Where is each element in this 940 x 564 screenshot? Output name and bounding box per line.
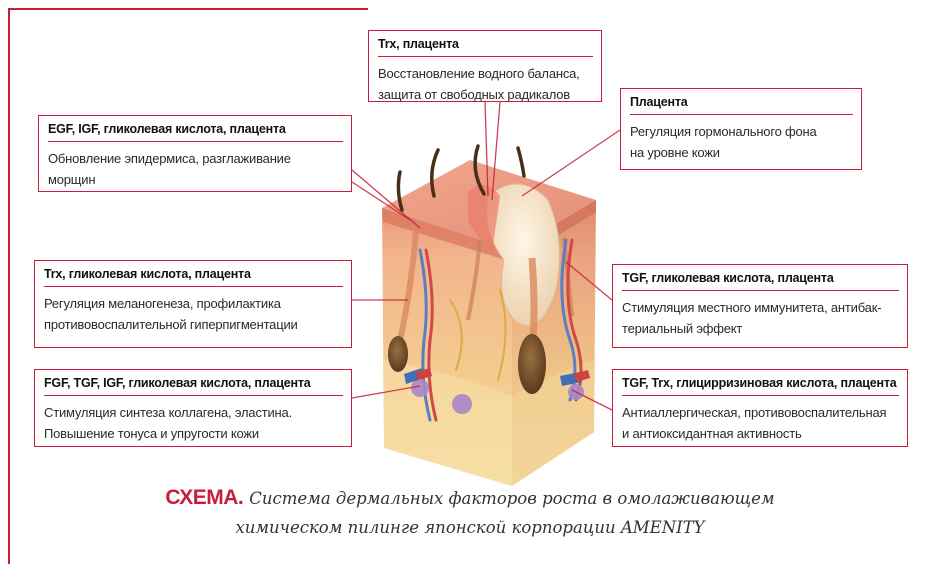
callout-trx-placenta: Trx, плацента Восстановление водного бал… bbox=[368, 30, 602, 102]
callout-fgf-tgf-igf: FGF, TGF, IGF, гликолевая кислота, плаце… bbox=[34, 369, 352, 447]
callout-line: Регуляция меланогенеза, профилактика bbox=[44, 293, 343, 314]
callout-body: Обновление эпидермиса, разглаживание мор… bbox=[48, 148, 343, 190]
callout-tgf-glycolic: TGF, гликолевая кислота, плацента Стимул… bbox=[612, 264, 908, 348]
callout-line: Восстановление водного баланса, bbox=[378, 63, 593, 84]
callout-body: Восстановление водного баланса, защита о… bbox=[378, 63, 593, 105]
callout-title: Trx, гликолевая кислота, плацента bbox=[44, 267, 343, 287]
callout-placenta: Плацента Регуляция гормонального фона на… bbox=[620, 88, 862, 170]
callout-body: Стимуляция синтеза коллагена, эластина. … bbox=[44, 402, 343, 444]
callout-line: Стимуляция местного иммунитета, антибак- bbox=[622, 297, 899, 318]
callout-line: защита от свободных радикалов bbox=[378, 84, 593, 105]
callout-line: на уровне кожи bbox=[630, 142, 853, 163]
callout-title: TGF, Trx, глицирризиновая кислота, плаце… bbox=[622, 376, 899, 396]
callout-line: териальный эффект bbox=[622, 318, 899, 339]
callout-body: Антиаллергическая, противовоспалительная… bbox=[622, 402, 899, 444]
callout-line: Повышение тонуса и упругости кожи bbox=[44, 423, 343, 444]
callout-title: FGF, TGF, IGF, гликолевая кислота, плаце… bbox=[44, 376, 343, 396]
callout-title: TGF, гликолевая кислота, плацента bbox=[622, 271, 899, 291]
callout-line: Регуляция гормонального фона bbox=[630, 121, 853, 142]
callout-body: Регуляция меланогенеза, профилактика про… bbox=[44, 293, 343, 335]
callout-trx-glycolic: Trx, гликолевая кислота, плацента Регуля… bbox=[34, 260, 352, 348]
callout-line: и антиоксидантная активность bbox=[622, 423, 899, 444]
figure-caption-text-2: химическом пилинге японской корпорации A… bbox=[235, 518, 704, 537]
callout-title: Плацента bbox=[630, 95, 853, 115]
callout-tgf-trx-glycyrrhizic: TGF, Trx, глицирризиновая кислота, плаце… bbox=[612, 369, 908, 447]
callout-line: Обновление эпидермиса, разглаживание bbox=[48, 148, 343, 169]
callout-egf-igf: EGF, IGF, гликолевая кислота, плацента О… bbox=[38, 115, 352, 192]
figure-caption-label: СХЕМА. bbox=[165, 486, 243, 509]
callout-line: противовоспалительной гиперпигментации bbox=[44, 314, 343, 335]
callout-title: EGF, IGF, гликолевая кислота, плацента bbox=[48, 122, 343, 142]
callout-body: Стимуляция местного иммунитета, антибак-… bbox=[622, 297, 899, 339]
callout-body: Регуляция гормонального фона на уровне к… bbox=[630, 121, 853, 163]
figure-caption-text-1: Система дермальных факторов роста в омол… bbox=[249, 489, 774, 508]
figure-caption-line-2: химическом пилинге японской корпорации A… bbox=[0, 518, 940, 537]
figure-caption-line-1: СХЕМА. Система дермальных факторов роста … bbox=[0, 486, 940, 510]
callout-line: морщин bbox=[48, 169, 343, 190]
callout-line: Антиаллергическая, противовоспалительная bbox=[622, 402, 899, 423]
callout-line: Стимуляция синтеза коллагена, эластина. bbox=[44, 402, 343, 423]
callout-title: Trx, плацента bbox=[378, 37, 593, 57]
